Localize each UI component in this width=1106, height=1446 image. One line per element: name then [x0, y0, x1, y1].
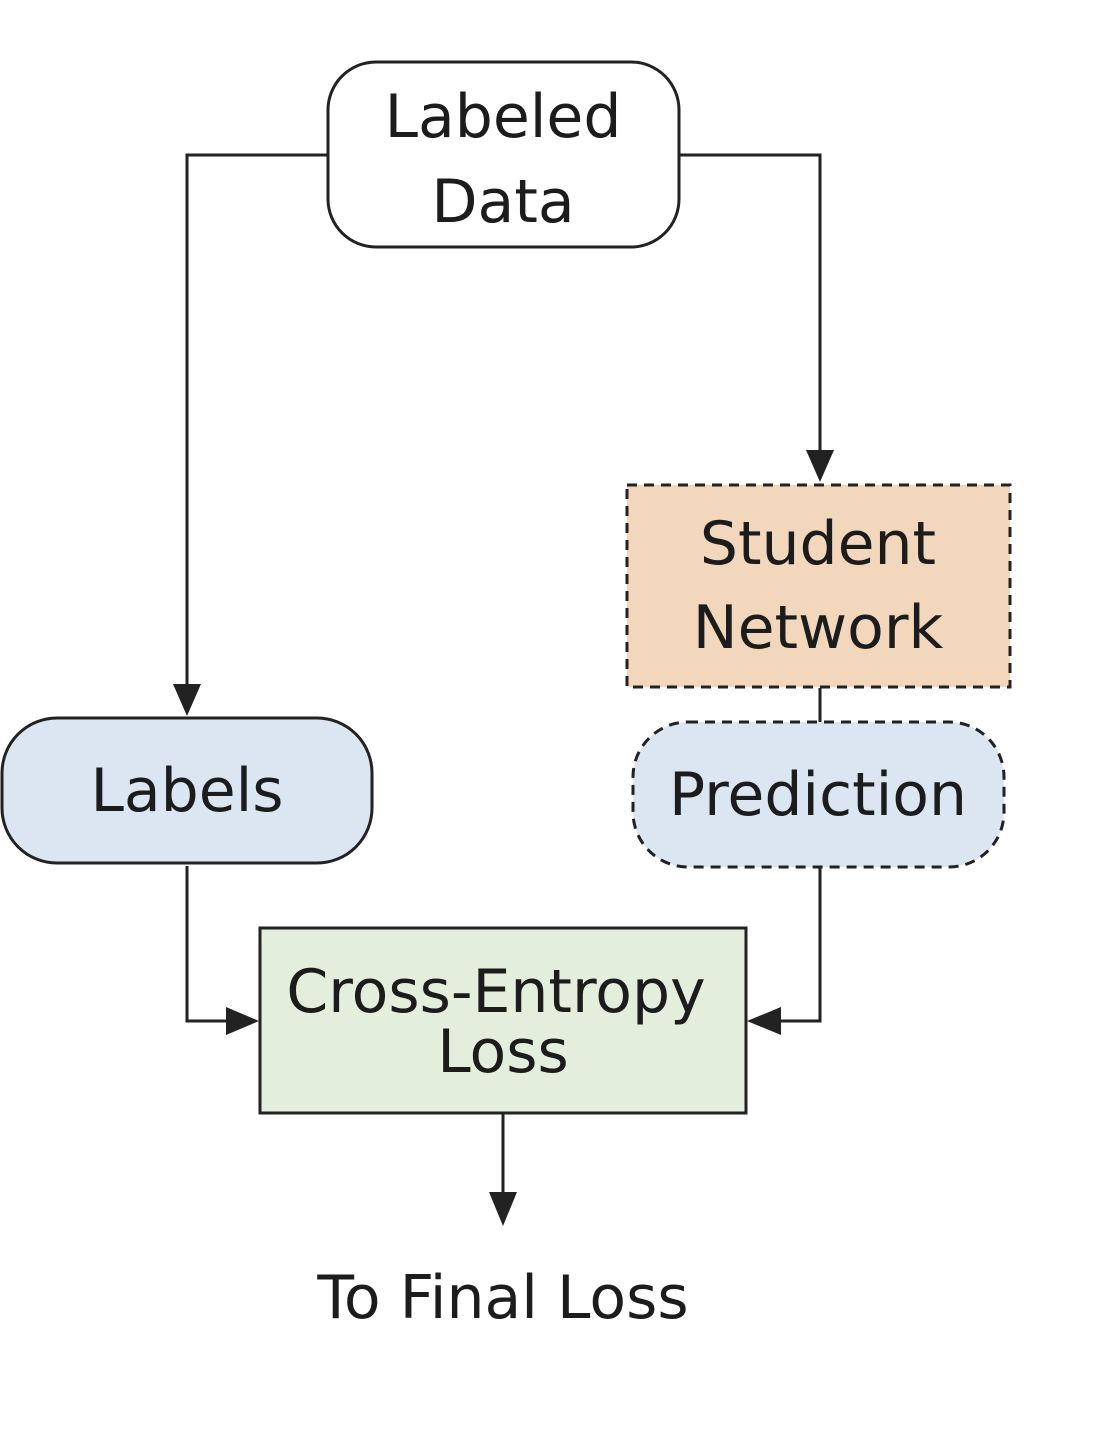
- node-label-line2: Data: [431, 167, 574, 237]
- node-labeled-data: Labeled Data: [326, 60, 681, 249]
- arrowhead-icon: [489, 1192, 517, 1226]
- node-prediction: Prediction: [631, 720, 1006, 869]
- edge-labeled-data-to-student-network: [679, 153, 834, 482]
- edge-line: [775, 868, 822, 1023]
- arrowhead-icon: [806, 450, 834, 482]
- node-shape: [631, 720, 1006, 869]
- node-shape: [258, 926, 748, 1115]
- edge-line: [185, 866, 232, 1023]
- node-to-final-loss: To Final Loss: [316, 1263, 688, 1333]
- node-labels: Labels: [0, 716, 374, 865]
- arrowhead-icon: [173, 684, 201, 716]
- edge-prediction-to-cross-entropy: [747, 868, 822, 1035]
- node-student-network: Student Network: [625, 483, 1012, 689]
- node-label-line1: Student: [700, 509, 936, 579]
- edge-cross-entropy-to-final-loss: [489, 1114, 517, 1226]
- node-label-line2: Network: [693, 593, 944, 663]
- node-label: Prediction: [669, 760, 967, 830]
- node-cross-entropy-loss: Cross-Entropy Loss: [258, 926, 748, 1115]
- node-label: To Final Loss: [316, 1263, 688, 1333]
- edge-labels-to-cross-entropy: [185, 866, 259, 1035]
- node-shape: [0, 716, 374, 865]
- edge-line: [679, 153, 822, 454]
- edge-line: [185, 153, 328, 688]
- node-label: Labels: [90, 756, 283, 826]
- arrowhead-icon: [226, 1007, 259, 1035]
- node-shape: [625, 483, 1012, 689]
- node-label-line2: Loss: [437, 1017, 569, 1087]
- node-label-line1: Cross-Entropy: [286, 957, 705, 1027]
- node-shape: [326, 60, 681, 249]
- node-label-line1: Labeled: [385, 82, 622, 152]
- edge-labeled-data-to-labels: [173, 153, 328, 716]
- arrowhead-icon: [747, 1007, 781, 1035]
